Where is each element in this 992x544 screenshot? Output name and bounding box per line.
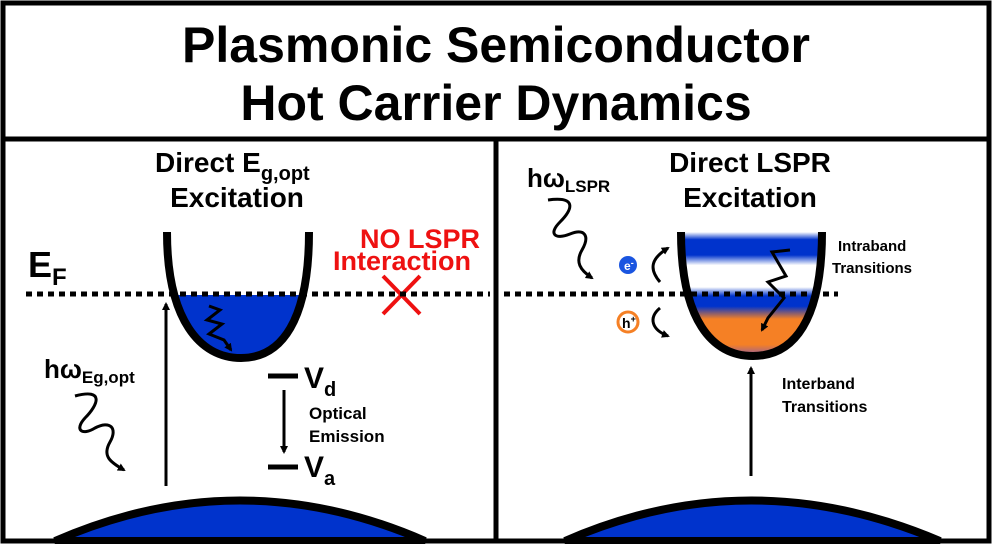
electron-arrow-icon — [651, 246, 670, 283]
electron-label: e- — [624, 258, 634, 273]
vd-label: Vd — [304, 362, 336, 401]
right-panel: Direct LSPR Excitation hωLSPR Intraband … — [504, 147, 942, 544]
valence-band — [53, 496, 427, 544]
left-photon-wave-icon — [74, 392, 126, 472]
title-line-2: Hot Carrier Dynamics — [240, 75, 751, 131]
relaxation-squiggle-icon — [203, 304, 233, 352]
right-photon-label: hωLSPR — [527, 163, 610, 196]
intraband-squiggle-icon — [760, 248, 791, 332]
no-lspr-line-1: NO LSPR — [360, 224, 480, 254]
hole-icon — [616, 310, 640, 334]
emission-line-2: Emission — [309, 427, 385, 446]
hole-label: h+ — [622, 314, 636, 331]
fermi-level-label: EF — [28, 244, 67, 291]
left-photon-label: hωEg,opt — [44, 354, 135, 387]
emission-line-1: Optical — [309, 404, 367, 423]
lspr-band-fill — [681, 232, 822, 356]
interband-line-2: Transitions — [782, 399, 867, 416]
va-label: Va — [304, 451, 336, 490]
left-heading-line-1: Direct Eg,opt — [155, 147, 310, 185]
no-lspr-line-2: Interaction — [333, 246, 471, 276]
interband-line-1: Interband — [782, 376, 855, 393]
intraband-line-2: Transitions — [832, 260, 912, 277]
left-panel: Direct Eg,opt Excitation EF NO LSPR Inte… — [26, 147, 490, 544]
left-heading-line-2: Excitation — [170, 182, 304, 213]
right-valence-band — [563, 496, 942, 544]
electron-icon — [619, 256, 637, 274]
right-heading-line-2: Excitation — [683, 182, 817, 213]
hole-arrow-icon — [651, 306, 670, 338]
right-heading-line-1: Direct LSPR — [669, 147, 831, 178]
intraband-line-1: Intraband — [838, 238, 906, 255]
right-photon-wave-icon — [547, 197, 594, 280]
title-line-1: Plasmonic Semiconductor — [182, 17, 810, 73]
conduction-band-parabola — [163, 231, 313, 363]
lspr-band-parabola — [677, 231, 826, 361]
